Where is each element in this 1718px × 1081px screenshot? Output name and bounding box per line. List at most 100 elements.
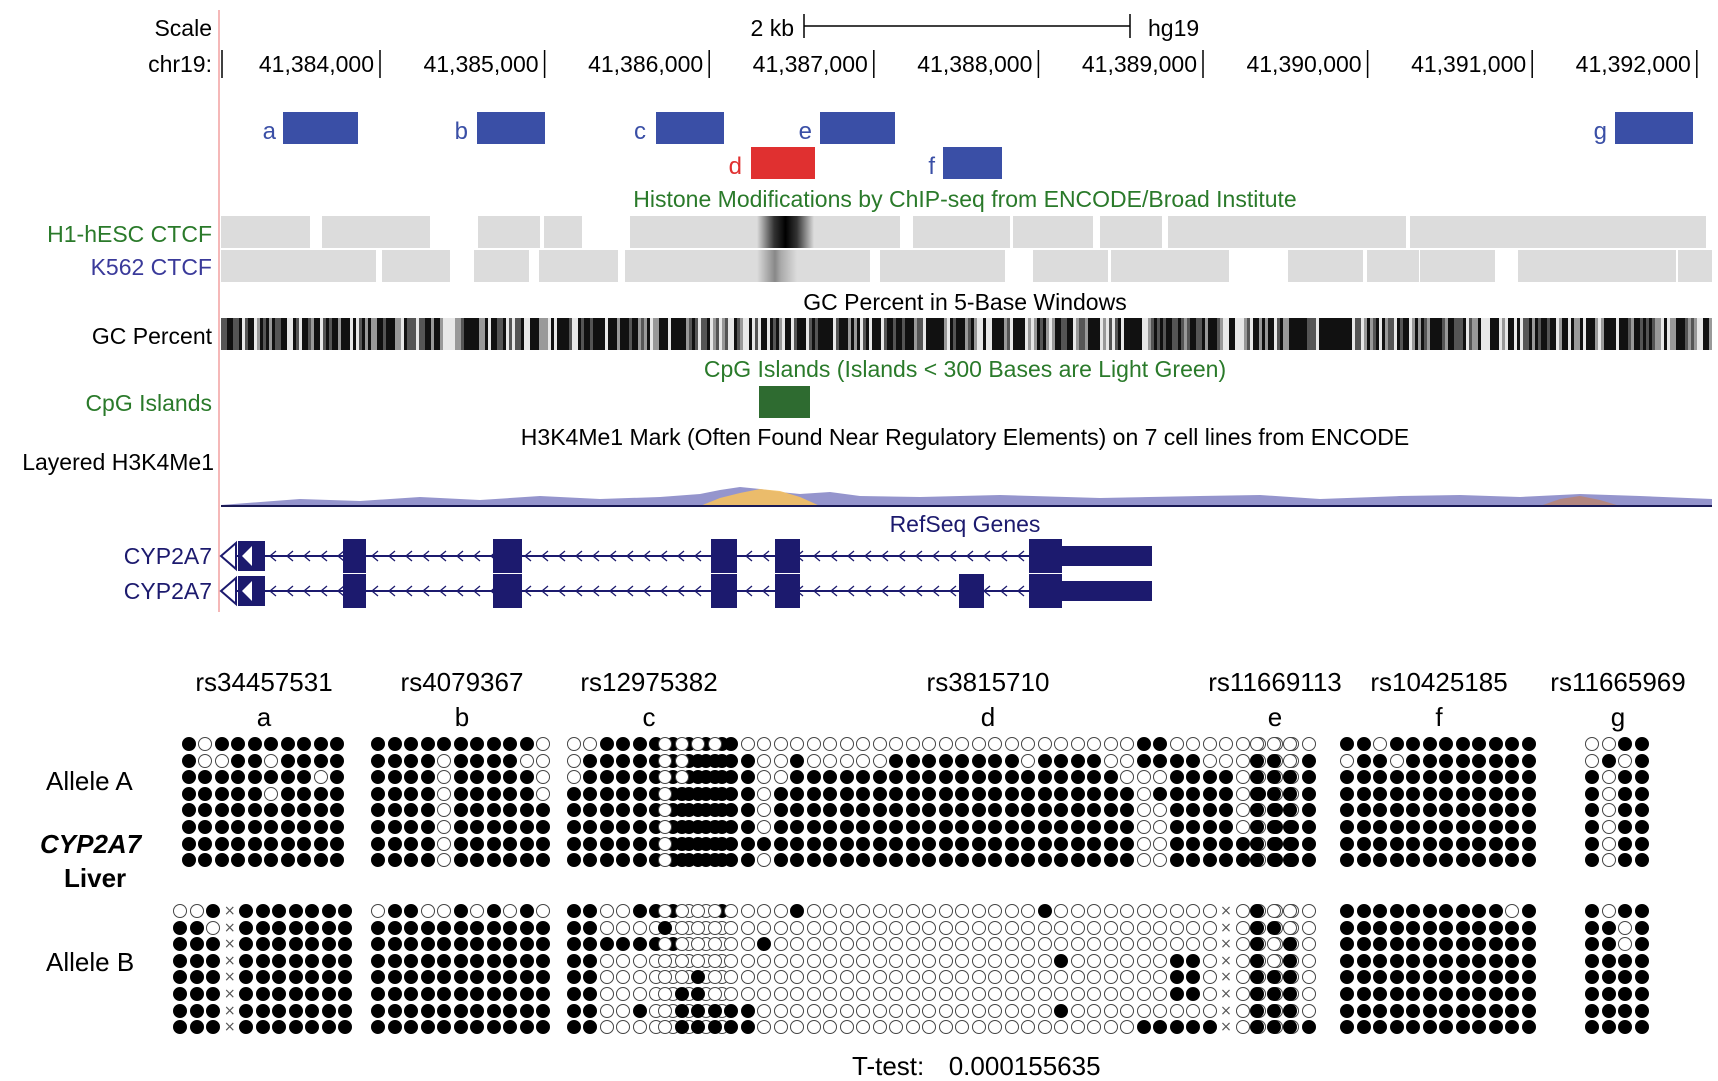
- methylated-cpg: [470, 1020, 485, 1035]
- methylated-cpg: [1283, 803, 1298, 818]
- methylated-cpg: [1488, 920, 1503, 935]
- methylated-cpg: [1373, 937, 1387, 952]
- methylated-cpg: [872, 803, 887, 818]
- unmethylated-cpg: [757, 1003, 771, 1018]
- unmethylated-cpg: [1103, 970, 1118, 985]
- methylated-cpg: [330, 770, 344, 785]
- ctcf-signal-block: [625, 250, 870, 282]
- methylated-cpg: [486, 753, 501, 768]
- gc-window: [230, 318, 233, 350]
- unmethylated-cpg: [839, 970, 854, 985]
- cpg-islands-label: CpG Islands: [85, 390, 212, 416]
- strand-arrow: [591, 550, 600, 562]
- gc-window: [1679, 318, 1682, 350]
- unmethylated-cpg: [1340, 753, 1354, 768]
- methylated-cpg: [1266, 987, 1281, 1001]
- gc-window: [620, 318, 623, 350]
- methylated-cpg: [503, 987, 518, 1001]
- methylated-cpg: [1283, 820, 1298, 834]
- methylated-cpg: [1505, 953, 1519, 968]
- methylated-cpg: [470, 970, 485, 985]
- scale-bar-label: 2 kb: [751, 15, 794, 41]
- methylated-cpg: [1406, 770, 1420, 785]
- unmethylated-cpg: [988, 1003, 1002, 1018]
- utr-block: [1062, 546, 1152, 566]
- unmethylated-cpg: [806, 1020, 821, 1035]
- methylated-cpg: [616, 753, 630, 768]
- gc-window: [1304, 318, 1307, 350]
- methylated-cpg: [1422, 970, 1437, 985]
- gc-window: [398, 318, 401, 350]
- gc-window: [314, 318, 317, 350]
- methylated-cpg: [288, 970, 303, 985]
- gc-window: [731, 318, 734, 350]
- methylated-cpg: [1037, 753, 1052, 768]
- methylated-cpg: [1406, 803, 1420, 818]
- methylated-cpg: [288, 1003, 303, 1018]
- unmethylated-cpg: [1153, 770, 1167, 785]
- methylated-cpg: [305, 937, 320, 952]
- methylated-cpg: [387, 836, 402, 851]
- gc-window: [1394, 318, 1397, 350]
- gc-window: [1682, 318, 1685, 350]
- methylated-cpg: [231, 853, 245, 868]
- gc-window: [1028, 318, 1031, 350]
- gc-window: [1337, 318, 1340, 350]
- unmethylated-cpg: [1136, 803, 1151, 818]
- strand-arrow: [931, 550, 940, 562]
- ruler-tick: 41,391,000: [1411, 50, 1533, 78]
- methylated-cpg: [938, 820, 953, 834]
- methylated-cpg: [387, 953, 402, 968]
- methylated-cpg: [313, 753, 328, 768]
- unmethylated-cpg: [1021, 920, 1035, 935]
- gc-window: [1361, 318, 1364, 350]
- methylated-cpg: [1356, 920, 1371, 935]
- gc-window: [974, 318, 977, 350]
- gc-window: [335, 318, 338, 350]
- methylated-cpg: [1356, 820, 1371, 834]
- methylated-cpg: [371, 920, 386, 935]
- methylated-cpg: [297, 803, 311, 818]
- gc-window: [254, 318, 257, 350]
- unmethylated-cpg: [1120, 737, 1134, 751]
- gc-window: [1670, 318, 1673, 350]
- unmethylated-cpg: [1136, 786, 1151, 801]
- unmethylated-cpg: [971, 1020, 986, 1035]
- methylated-cpg: [1250, 836, 1265, 851]
- methylated-cpg: [1472, 920, 1486, 935]
- methylated-cpg: [1389, 853, 1404, 868]
- methylated-cpg: [420, 753, 435, 768]
- methylated-cpg: [1618, 770, 1632, 785]
- ctcf-signal-block: [1033, 250, 1108, 282]
- gc-window: [758, 318, 761, 350]
- strand-arrow: [608, 585, 617, 597]
- gc-window: [1379, 318, 1382, 350]
- gc-window: [1385, 318, 1388, 350]
- methylated-cpg: [330, 803, 344, 818]
- methylated-cpg: [1283, 770, 1298, 785]
- methylated-cpg: [674, 803, 689, 818]
- methylated-cpg: [1488, 1020, 1503, 1035]
- gc-window: [1409, 318, 1412, 350]
- gc-window: [1451, 318, 1454, 350]
- methylated-cpg: [1301, 753, 1316, 768]
- methylated-cpg: [1601, 937, 1616, 952]
- methylated-cpg: [321, 1020, 336, 1035]
- methylated-cpg: [1340, 1020, 1354, 1035]
- methylated-cpg: [1103, 836, 1118, 851]
- k562-ctcf-label: K562 CTCF: [91, 254, 212, 280]
- methylated-cpg: [338, 920, 353, 935]
- methylated-cpg: [437, 737, 452, 751]
- unmethylated-cpg: [1301, 953, 1316, 968]
- methylated-cpg: [470, 920, 485, 935]
- methylated-cpg: [486, 770, 501, 785]
- gc-window: [938, 318, 941, 350]
- gc-percent-label: GC Percent: [92, 323, 213, 349]
- methylated-cpg: [437, 970, 452, 985]
- unmethylated-cpg: [1186, 737, 1200, 751]
- exon: [1029, 574, 1062, 608]
- methylated-cpg: [404, 737, 419, 751]
- gc-window: [1622, 318, 1625, 350]
- gc-window: [617, 318, 620, 350]
- unmethylated-cpg: [889, 920, 903, 935]
